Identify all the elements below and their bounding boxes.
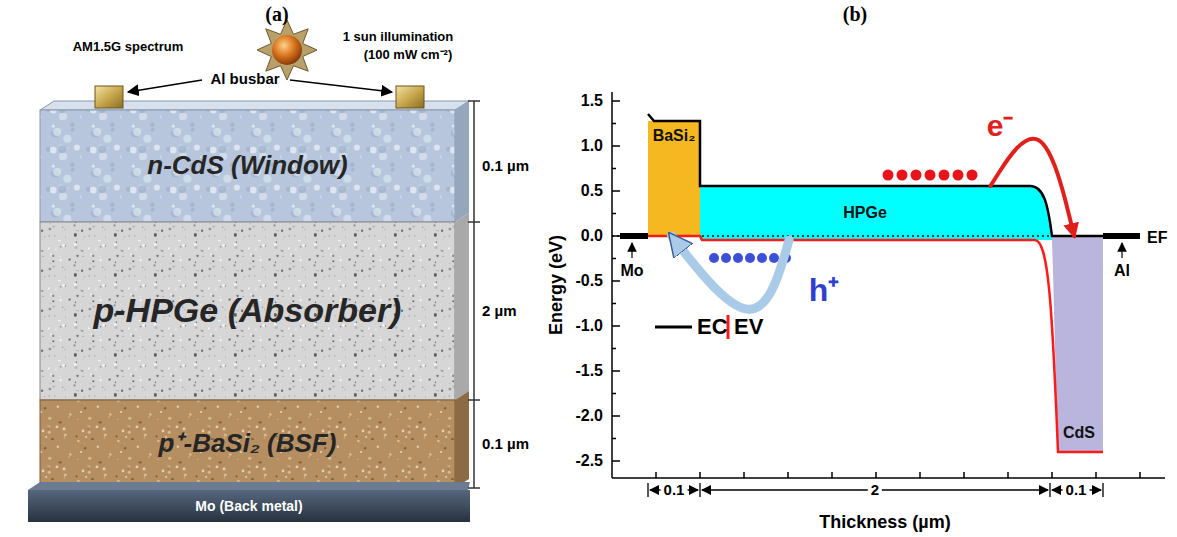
hpge-band	[700, 186, 1052, 240]
dimension: 0.1	[661, 481, 688, 498]
tick-label: 0.0	[581, 227, 603, 245]
illumination-label: (100 mW cm⁻²)	[364, 48, 453, 63]
contact-label: Al	[1114, 262, 1130, 280]
band-region: BaSi₂	[648, 121, 700, 236]
slab-side	[455, 101, 469, 222]
tick-label: -1.0	[575, 317, 603, 335]
dimension: 0.1 µm	[482, 157, 529, 174]
node-text: p⁺-BaSi₂ (BSF)	[159, 429, 337, 459]
tick-label: 1.5	[581, 92, 603, 110]
tick-label: -0.5	[575, 272, 603, 290]
pointer-arrow	[128, 80, 202, 92]
carrier-flow-arrow	[990, 139, 1074, 236]
axis-title: Thickness (µm)	[819, 512, 950, 533]
pointer-arrow	[631, 243, 632, 258]
plot-axes	[612, 92, 1165, 478]
tick-label: 1.0	[581, 137, 603, 155]
contact-label: Mo	[620, 262, 643, 280]
tick-label: -2.0	[575, 407, 603, 425]
level-label: EF	[1147, 229, 1167, 247]
panel-label: (a)	[265, 3, 288, 26]
tick-label: -2.5	[575, 452, 603, 470]
window-layer: n-CdS (Window)	[40, 110, 455, 222]
valence-band	[648, 236, 1103, 452]
mo-top	[28, 482, 470, 490]
dimension: 0.1	[1063, 481, 1090, 498]
basi2-band	[648, 121, 700, 236]
al-contact	[1103, 233, 1140, 239]
cds-layer	[40, 110, 455, 222]
dimension: 2	[868, 481, 882, 498]
thickness-bracket	[468, 101, 480, 488]
slab-side	[455, 391, 469, 488]
node-text: HPGe	[843, 204, 887, 222]
slab-side	[455, 213, 469, 400]
busbar-contact	[396, 86, 424, 108]
pointer-arrow	[290, 80, 392, 92]
axis-title: Energy (eV)	[546, 235, 567, 335]
dimension: 0.1 µm	[482, 435, 529, 452]
legend-swatches	[655, 315, 728, 339]
band-region: HPGe	[700, 186, 1030, 240]
node-text: p-HPGe (Absorber)	[94, 291, 402, 330]
carrier-label: h⁺	[809, 272, 840, 309]
basi2-layer	[40, 400, 455, 488]
legend-swatch	[655, 326, 692, 329]
node-text: CdS	[1063, 424, 1095, 442]
carrier-label: e⁻	[987, 109, 1014, 144]
legend-text: EC	[697, 314, 728, 339]
absorber-layer: p-HPGe (Absorber)	[40, 222, 455, 400]
node-text: n-CdS (Window)	[147, 151, 347, 181]
carrier-flow-arrow	[671, 236, 789, 309]
carrier-dots	[709, 170, 978, 264]
node-text: BaSi₂	[653, 127, 696, 145]
tick-label: 0.5	[581, 182, 603, 200]
part-name: Al busbar	[210, 70, 279, 87]
illumination-label: 1 sun illumination	[343, 30, 454, 45]
mo-plate	[28, 490, 470, 522]
hpge-layer	[40, 222, 455, 400]
band-region: CdS	[1055, 236, 1103, 452]
cds-band	[1052, 236, 1103, 452]
spectrum-label: AM1.5G spectrum	[73, 40, 184, 55]
dimension: 2 µm	[482, 302, 517, 319]
tick-label: -1.5	[575, 362, 603, 380]
conduction-band	[648, 114, 1103, 236]
busbar-contact	[95, 86, 123, 108]
node-text: Mo (Back metal)	[195, 498, 302, 514]
pointer-arrow	[1121, 243, 1122, 258]
back-metal: Mo (Back metal)	[28, 490, 470, 522]
mo-contact	[620, 233, 648, 239]
bsf-layer: p⁺-BaSi₂ (BSF)	[40, 400, 455, 488]
legend-text: EV	[734, 314, 763, 339]
panel-label: (b)	[843, 3, 867, 26]
